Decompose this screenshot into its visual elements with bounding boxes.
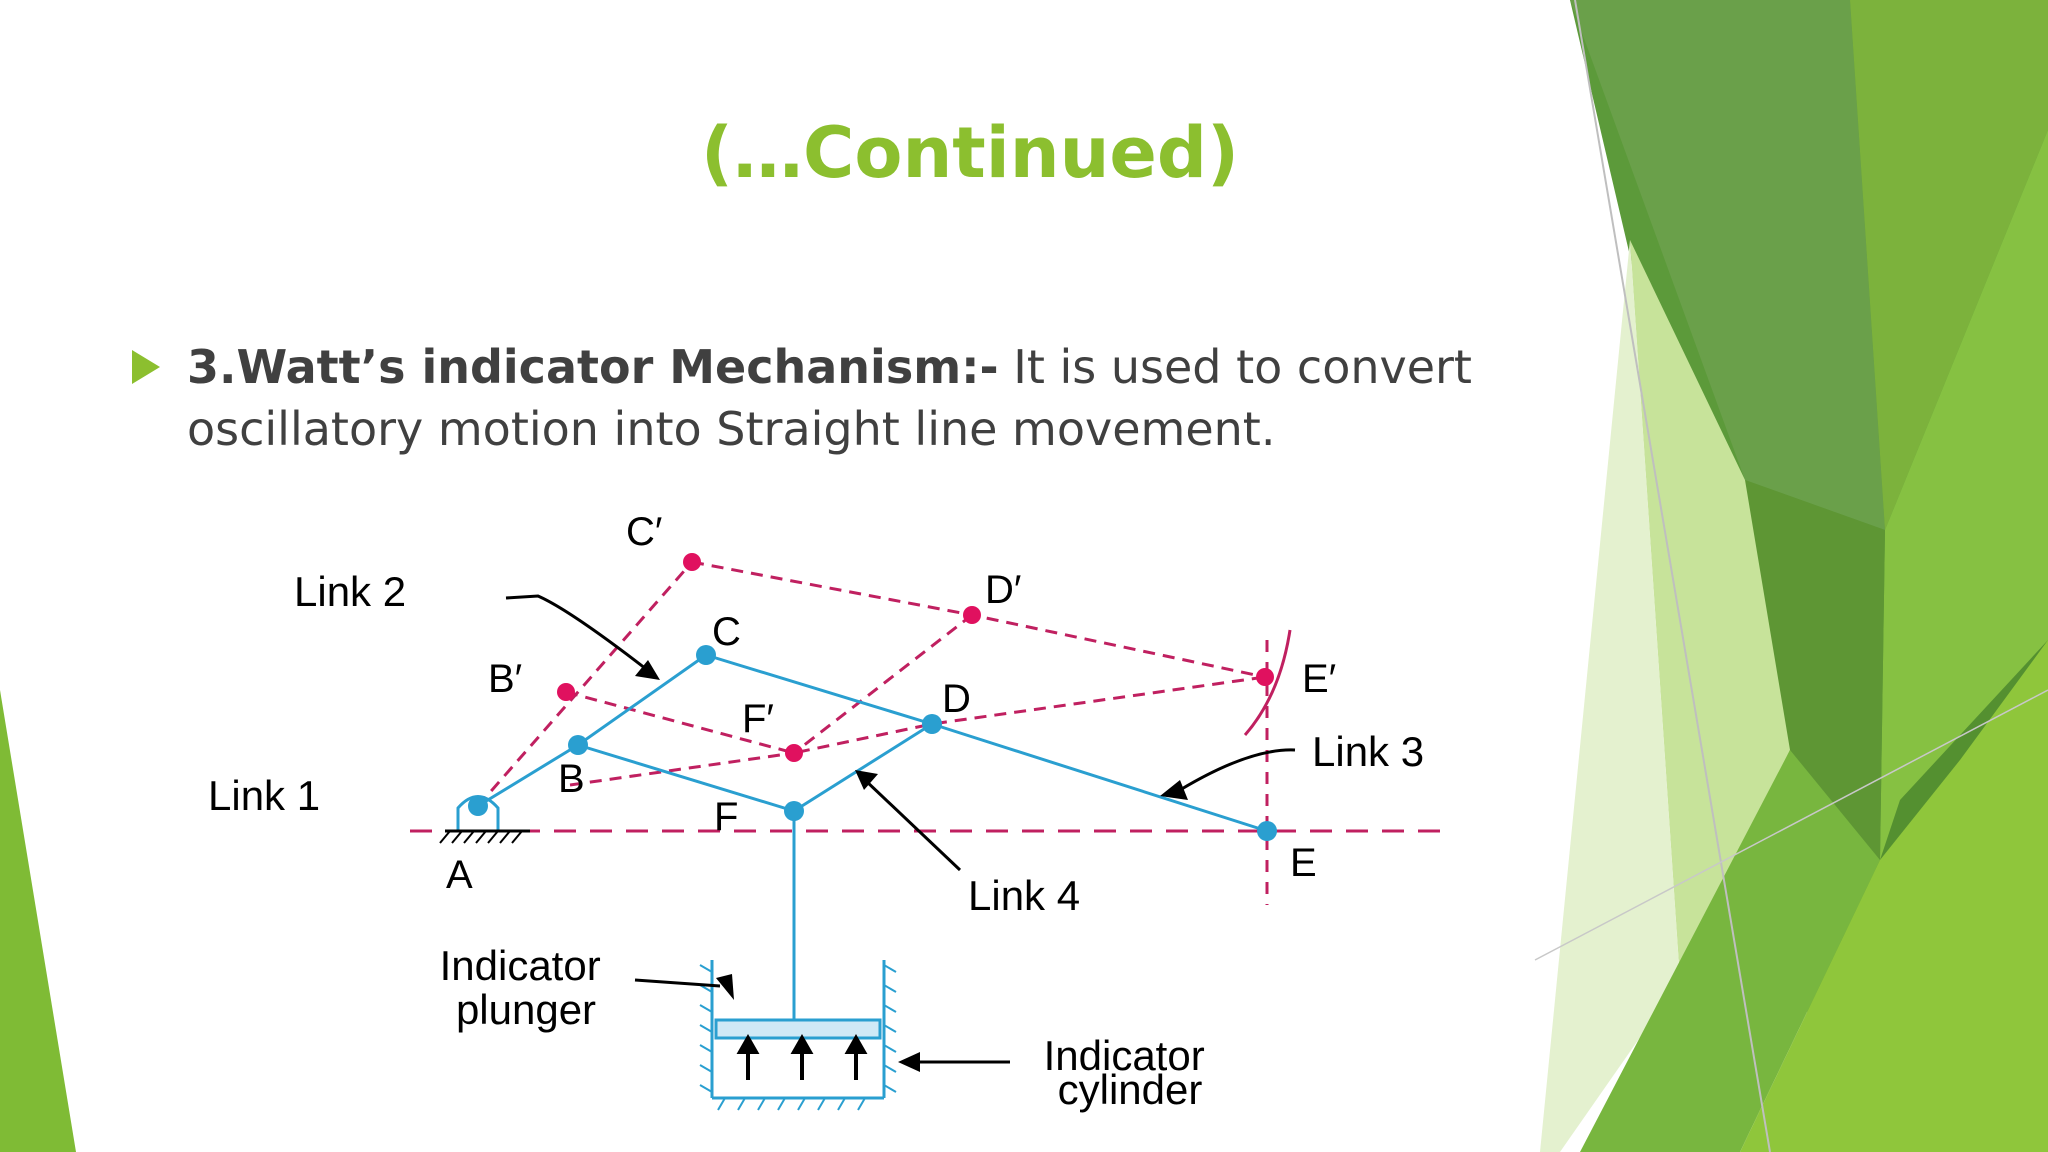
indicator-cylinder [710,960,886,1100]
watt-mechanism-diagram: C′ D′ C B′ F′ D E′ B F A E Link 2 Link 1… [208,510,1450,1113]
label-c: C [712,610,741,654]
leader-arrowheads [635,660,1188,1072]
label-f: F [714,795,738,839]
pressure-arrows [736,1033,868,1080]
joint-f [784,801,804,821]
label-b-prime: B′ [488,657,522,701]
slide-title: (…Continued) [701,112,1239,194]
label-link-1: Link 1 [208,772,320,819]
leader-arrows [505,594,1296,1064]
right-facet-3 [1850,0,2048,530]
ground-hatch-a [439,830,523,844]
label-d: D [942,677,971,721]
label-link-4: Link 4 [968,872,1080,919]
joint-e [1257,821,1277,841]
label-indicator-cylinder: Indicator cylinder [1044,1032,1217,1113]
label-c-prime: C′ [626,510,662,554]
joint-a [468,796,488,816]
label-link-2: Link 2 [294,568,406,615]
joint-d [922,714,942,734]
cylinder-label-line-1: Indicator [1044,1032,1205,1079]
joint-b [568,735,588,755]
e-prime-arc [1243,629,1292,736]
right-facet-5 [1745,480,1885,860]
link-b-f [577,743,795,813]
label-f-prime: F′ [742,697,774,741]
left-accent-shape [0,690,76,1152]
right-facet-10 [1880,640,2048,860]
joint-d-prime [963,606,981,624]
bullet-heading: 3.Watt’s indicator Mechanism:- [187,340,999,394]
bullet-text: 3.Watt’s indicator Mechanism:- It is use… [187,336,1517,460]
cylinder-hatch [699,964,897,1111]
right-facet-8 [1580,750,1880,1152]
joint-c [696,645,716,665]
bullet-triangle-icon [132,350,160,384]
right-facet-2 [1570,0,1885,530]
plunger-label-line-2: plunger [456,986,596,1033]
right-facet-9 [1740,640,2048,1152]
label-a: A [446,853,473,897]
dashed-link-a-c-prime [476,561,694,807]
dashed-link-b-prime-f-prime-d [565,675,1266,755]
right-thin-line-1 [1574,0,1771,1152]
label-e: E [1290,841,1317,885]
joint-e-prime [1256,668,1274,686]
joint-f-prime [785,744,803,762]
label-indicator-plunger: Indicator plunger [440,942,613,1033]
right-facet-6 [1630,240,1790,980]
joint-c-prime [683,553,701,571]
cylinder-label-line-2: cylinder [1058,1066,1203,1113]
joint-b-prime [557,683,575,701]
label-e-prime: E′ [1302,657,1336,701]
label-b: B [558,757,585,801]
label-d-prime: D′ [985,568,1021,612]
right-facet-7 [1540,240,1680,1152]
plunger-label-line-1: Indicator [440,942,601,989]
link-f-d [793,722,933,813]
bullet-body: It is used to convert oscillatory motion… [187,340,1472,456]
right-thin-line-2 [1534,689,2048,961]
label-link-3: Link 3 [1312,728,1424,775]
right-facet-4 [1880,130,2048,860]
